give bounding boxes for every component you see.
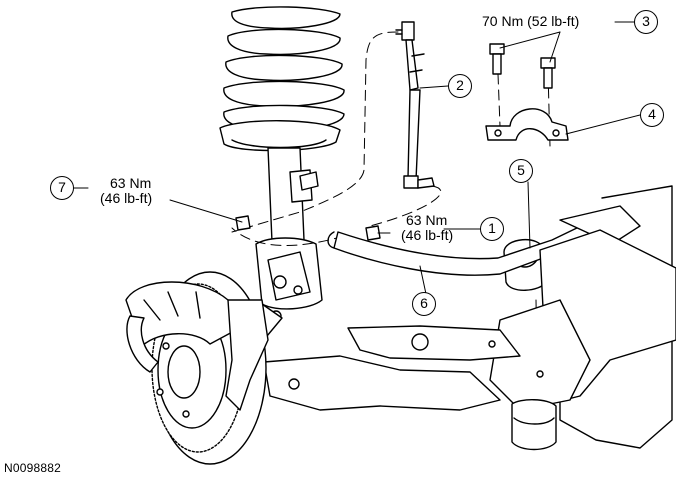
torque-label-link-nut-nm: 63 Nm — [406, 212, 448, 228]
callout-6: 6 — [412, 292, 436, 316]
stabilizer-link — [395, 21, 435, 189]
nuts — [235, 215, 381, 241]
callout-4: 4 — [640, 103, 664, 127]
figure-id: N0098882 — [4, 461, 61, 475]
steering-knuckle — [225, 299, 269, 411]
spring-seat — [219, 120, 341, 152]
leader-lines — [73, 21, 641, 295]
torque-label-strut-nut-lbft: (46 lb-ft) — [100, 190, 153, 206]
callout-3: 3 — [634, 10, 658, 34]
torque-label-strut-nut-nm: 63 Nm — [110, 175, 152, 191]
coil-spring — [223, 6, 345, 132]
torque-label-bolts: 70 Nm (52 lb-ft) — [482, 13, 580, 29]
callout-7: 7 — [50, 176, 74, 200]
subframe — [263, 185, 676, 449]
stabilizer-bracket — [485, 108, 569, 141]
callout-5: 5 — [509, 159, 533, 183]
callout-1: 1 — [480, 217, 504, 241]
callout-2: 2 — [448, 74, 472, 98]
torque-label-link-nut-lbft: (46 lb-ft) — [401, 227, 454, 243]
bolts — [489, 43, 556, 89]
